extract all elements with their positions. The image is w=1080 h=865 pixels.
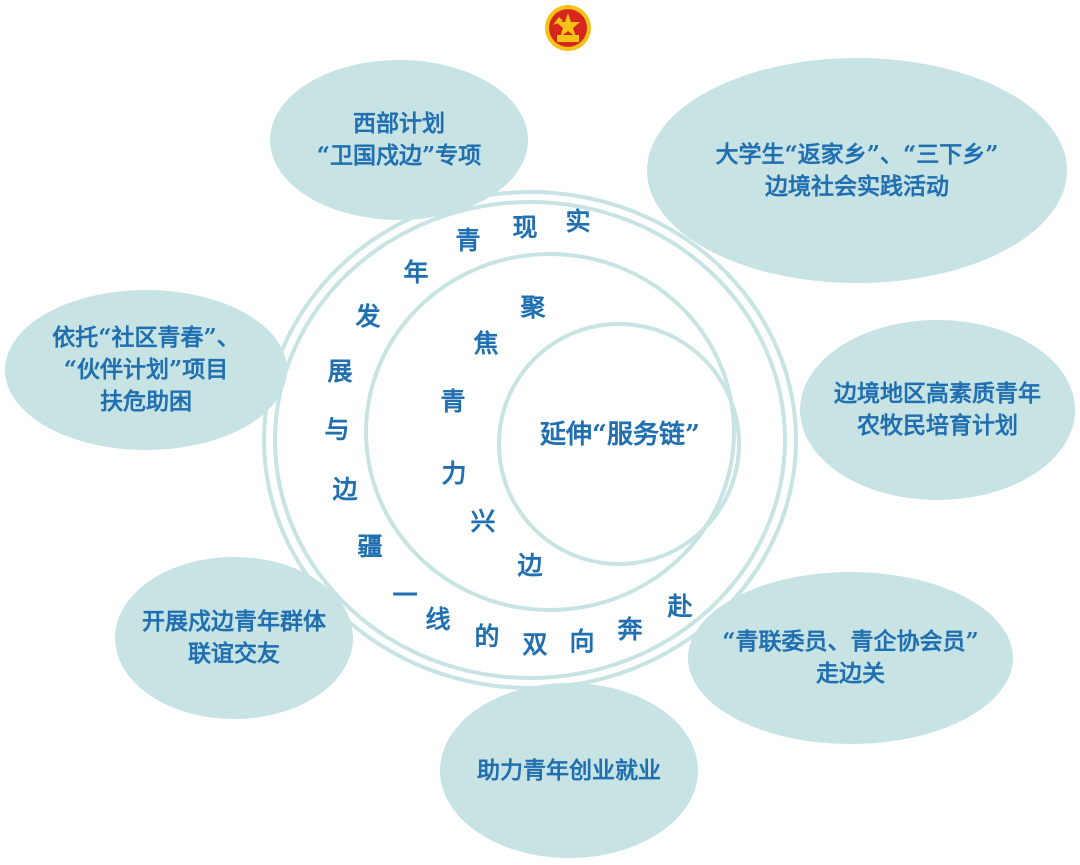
ellipse-line: 扶危助困 <box>100 388 192 415</box>
center-circle <box>497 322 741 566</box>
ellipse-line: 开展戍边青年群体 <box>142 608 326 635</box>
ellipse-line: 边境地区高素质青年 <box>834 380 1041 407</box>
ring-char: 青 <box>455 226 481 255</box>
ring-char: 边 <box>517 551 543 580</box>
ellipse-line: 西部计划 <box>353 110 445 137</box>
ring-char: 的 <box>474 622 500 651</box>
center-label: 延伸“服务链” <box>540 420 700 450</box>
ellipse-line: “伙伴计划”项目 <box>63 356 229 383</box>
ring-char: 线 <box>425 605 451 634</box>
ellipse-line: 联谊交友 <box>188 640 280 667</box>
ring-char: 聚 <box>520 293 546 322</box>
ring-char: 现 <box>512 213 538 242</box>
outer-ring <box>262 190 798 690</box>
ring-char: 焦 <box>473 329 499 358</box>
ring-char: 边 <box>332 475 358 504</box>
ring-char: 赴 <box>667 592 693 621</box>
youth-league-emblem-icon <box>543 3 593 53</box>
middle-ring <box>273 200 787 680</box>
ring-char: 展 <box>327 357 353 386</box>
ellipse-west-plan: 西部计划 “卫国戍边”专项 <box>270 60 528 220</box>
ellipse-line: 大学生“返家乡”、“三下乡” <box>715 140 999 168</box>
ring-char: 实 <box>565 207 591 236</box>
ellipse-farmer-training: 边境地区高素质青年 农牧民培育计划 <box>800 320 1075 500</box>
ellipse-line: 助力青年创业就业 <box>477 756 661 784</box>
ellipse-community-youth: 依托“社区青春”、 “伙伴计划”项目 扶危助困 <box>5 290 287 450</box>
ellipse-line: 农牧民培育计划 <box>857 412 1018 439</box>
ellipse-line: 走边关 <box>816 660 885 687</box>
ring-char: 一 <box>392 581 418 610</box>
ring-char: 与 <box>324 415 350 444</box>
ellipse-line: “青联委员、青企协会员” <box>722 628 979 655</box>
ellipse-line: 边境社会实践活动 <box>764 172 949 200</box>
ellipse-entrepreneurship: 助力青年创业就业 <box>440 683 698 858</box>
ring-char: 双 <box>522 630 548 659</box>
ring-char: 青 <box>440 387 466 416</box>
ring-char: 兴 <box>470 507 496 536</box>
ring-char: 年 <box>403 258 429 287</box>
ring-char: 发 <box>355 302 381 331</box>
ring-char: 力 <box>441 459 467 488</box>
ellipse-line: 依托“社区青春”、 <box>52 324 240 351</box>
ring-char: 奔 <box>617 615 643 644</box>
ellipse-student-practice: 大学生“返家乡”、“三下乡” 边境社会实践活动 <box>647 58 1067 283</box>
ring-char: 向 <box>569 627 595 656</box>
ring-char: 疆 <box>357 532 383 561</box>
ellipse-committee-visit: “青联委员、青企协会员” 走边关 <box>688 572 1013 744</box>
ellipse-line: “卫国戍边”专项 <box>316 142 482 169</box>
